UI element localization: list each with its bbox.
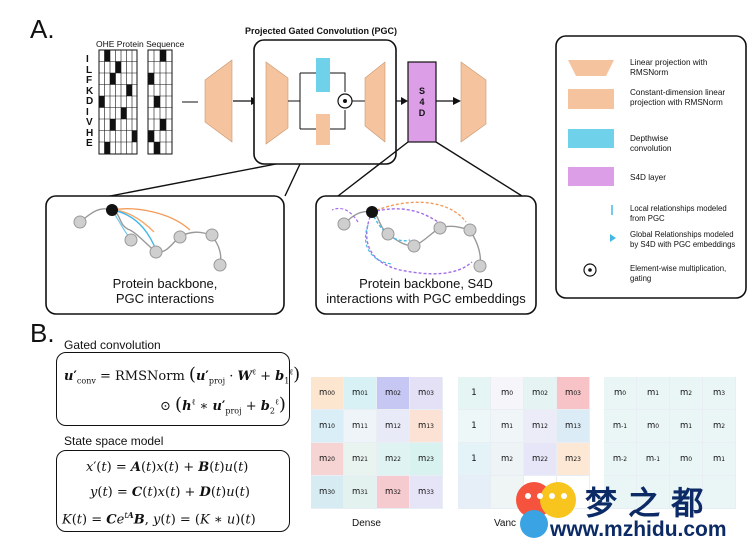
- constant-projection: [316, 114, 330, 145]
- s4d-layer: [407, 61, 437, 143]
- pgc-title: Projected Gated Convolution (PGC): [245, 26, 398, 36]
- trapezoid-icon: [568, 60, 614, 76]
- ssm-equation-1: x′(t) = A(t)x(t) + B(t)u(t): [86, 460, 249, 475]
- gated-conv-equation-1: u′conv = RMSNorm (u′proj · Wℓ + b1ℓ): [64, 364, 301, 386]
- cyan-rectangle-icon: [568, 129, 614, 148]
- toeplitz-cell: m-2: [604, 443, 637, 476]
- vander-cell: 1: [458, 410, 491, 443]
- vander-cell: 1: [458, 443, 491, 476]
- left-backbone: [73, 204, 227, 272]
- caption-left: Protein backbone,PGC interactions: [112, 276, 218, 306]
- s4d-label: S4D: [418, 86, 426, 118]
- legend-item-constant: Constant-dimension linear projection wit…: [630, 88, 726, 107]
- gated-conv-equation-2: ⊙ (hℓ ∗ u′proj + b2ℓ): [160, 394, 286, 416]
- ohe-grid-2: [147, 49, 173, 155]
- panel-b-label: B.: [30, 318, 55, 348]
- dense-caption: Dense: [352, 518, 381, 529]
- watermark-url: www.mzhidu.com: [550, 518, 727, 541]
- toeplitz-cell: m-1: [604, 410, 637, 443]
- panel-a-label: A.: [30, 14, 55, 44]
- gated-conv-box: [56, 352, 290, 426]
- purple-rectangle-icon: [568, 167, 614, 186]
- ssm-equation-3: K(t) = CetAB, y(t) = (K ∗ u)(t): [62, 510, 256, 528]
- legend-item-local: Local relationships modeled from PGC: [630, 204, 727, 223]
- legend-item-odot: Element-wise multiplication, gating: [630, 264, 727, 283]
- toeplitz-cell: [637, 476, 670, 509]
- ssm-title: State space model: [64, 434, 164, 448]
- legend-item-depthwise: Depthwise convolution: [630, 134, 672, 153]
- legend-item-global: Global Relationships modeled by S4D with…: [630, 230, 736, 249]
- rectangle-icon: [568, 89, 614, 109]
- vandermonde-caption: Vanc: [494, 518, 517, 529]
- input-projection: [204, 59, 233, 143]
- pgc-box: [253, 39, 397, 165]
- right-backbone: [331, 201, 487, 275]
- toeplitz-cell: [604, 476, 637, 509]
- gated-conv-title: Gated convolution: [64, 338, 161, 352]
- ssm-box: [56, 450, 290, 532]
- toeplitz-cell: [670, 476, 703, 509]
- watermark-logo: [516, 482, 576, 538]
- vander-cell: [458, 476, 491, 509]
- legend-item-linear: Linear projection with RMSNorm: [630, 58, 708, 77]
- ohe-title: OHE Protein Sequence: [96, 39, 185, 49]
- ssm-equation-2: y(t) = C(t)x(t) + D(t)u(t): [90, 485, 250, 500]
- ohe-grid-1: [98, 49, 138, 155]
- watermark-brand: 梦 之 都: [585, 484, 704, 522]
- vander-cell: 1: [458, 377, 491, 410]
- toeplitz-cell: m-1: [637, 443, 670, 476]
- depthwise-conv: [316, 58, 330, 92]
- toeplitz-cell: [703, 476, 736, 509]
- legend-item-s4d: S4D layer: [630, 173, 666, 182]
- output-projection: [460, 61, 487, 143]
